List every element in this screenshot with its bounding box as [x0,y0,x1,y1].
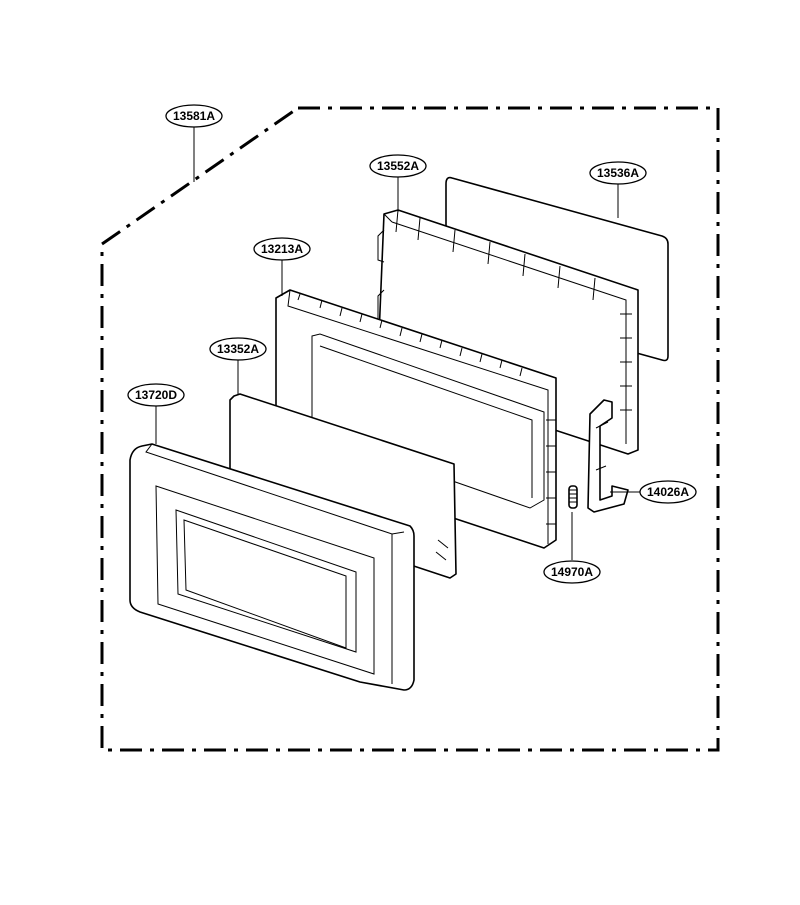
latch-spring-part [568,485,578,509]
assembly-boundary [100,106,720,752]
door-front-part [129,443,415,691]
label-14970A: 14970A [543,560,601,584]
door-frame-part [275,289,557,549]
svg-text:13352A: 13352A [217,342,259,356]
label-13720D: 13720D [127,383,185,407]
svg-text:14026A: 14026A [647,485,689,499]
svg-text:13720D: 13720D [135,388,177,402]
label-13536A: 13536A [589,161,647,185]
label-13213A: 13213A [253,237,311,261]
label-13352A: 13352A [209,337,267,361]
svg-text:13536A: 13536A [597,166,639,180]
label-14026A: 14026A [639,480,697,504]
svg-text:14970A: 14970A [551,565,593,579]
label-13581A: 13581A [165,104,223,128]
svg-text:13552A: 13552A [377,159,419,173]
svg-text:13581A: 13581A [173,109,215,123]
svg-text:13213A: 13213A [261,242,303,256]
label-13552A: 13552A [369,154,427,178]
latch-hook-part [587,399,629,513]
